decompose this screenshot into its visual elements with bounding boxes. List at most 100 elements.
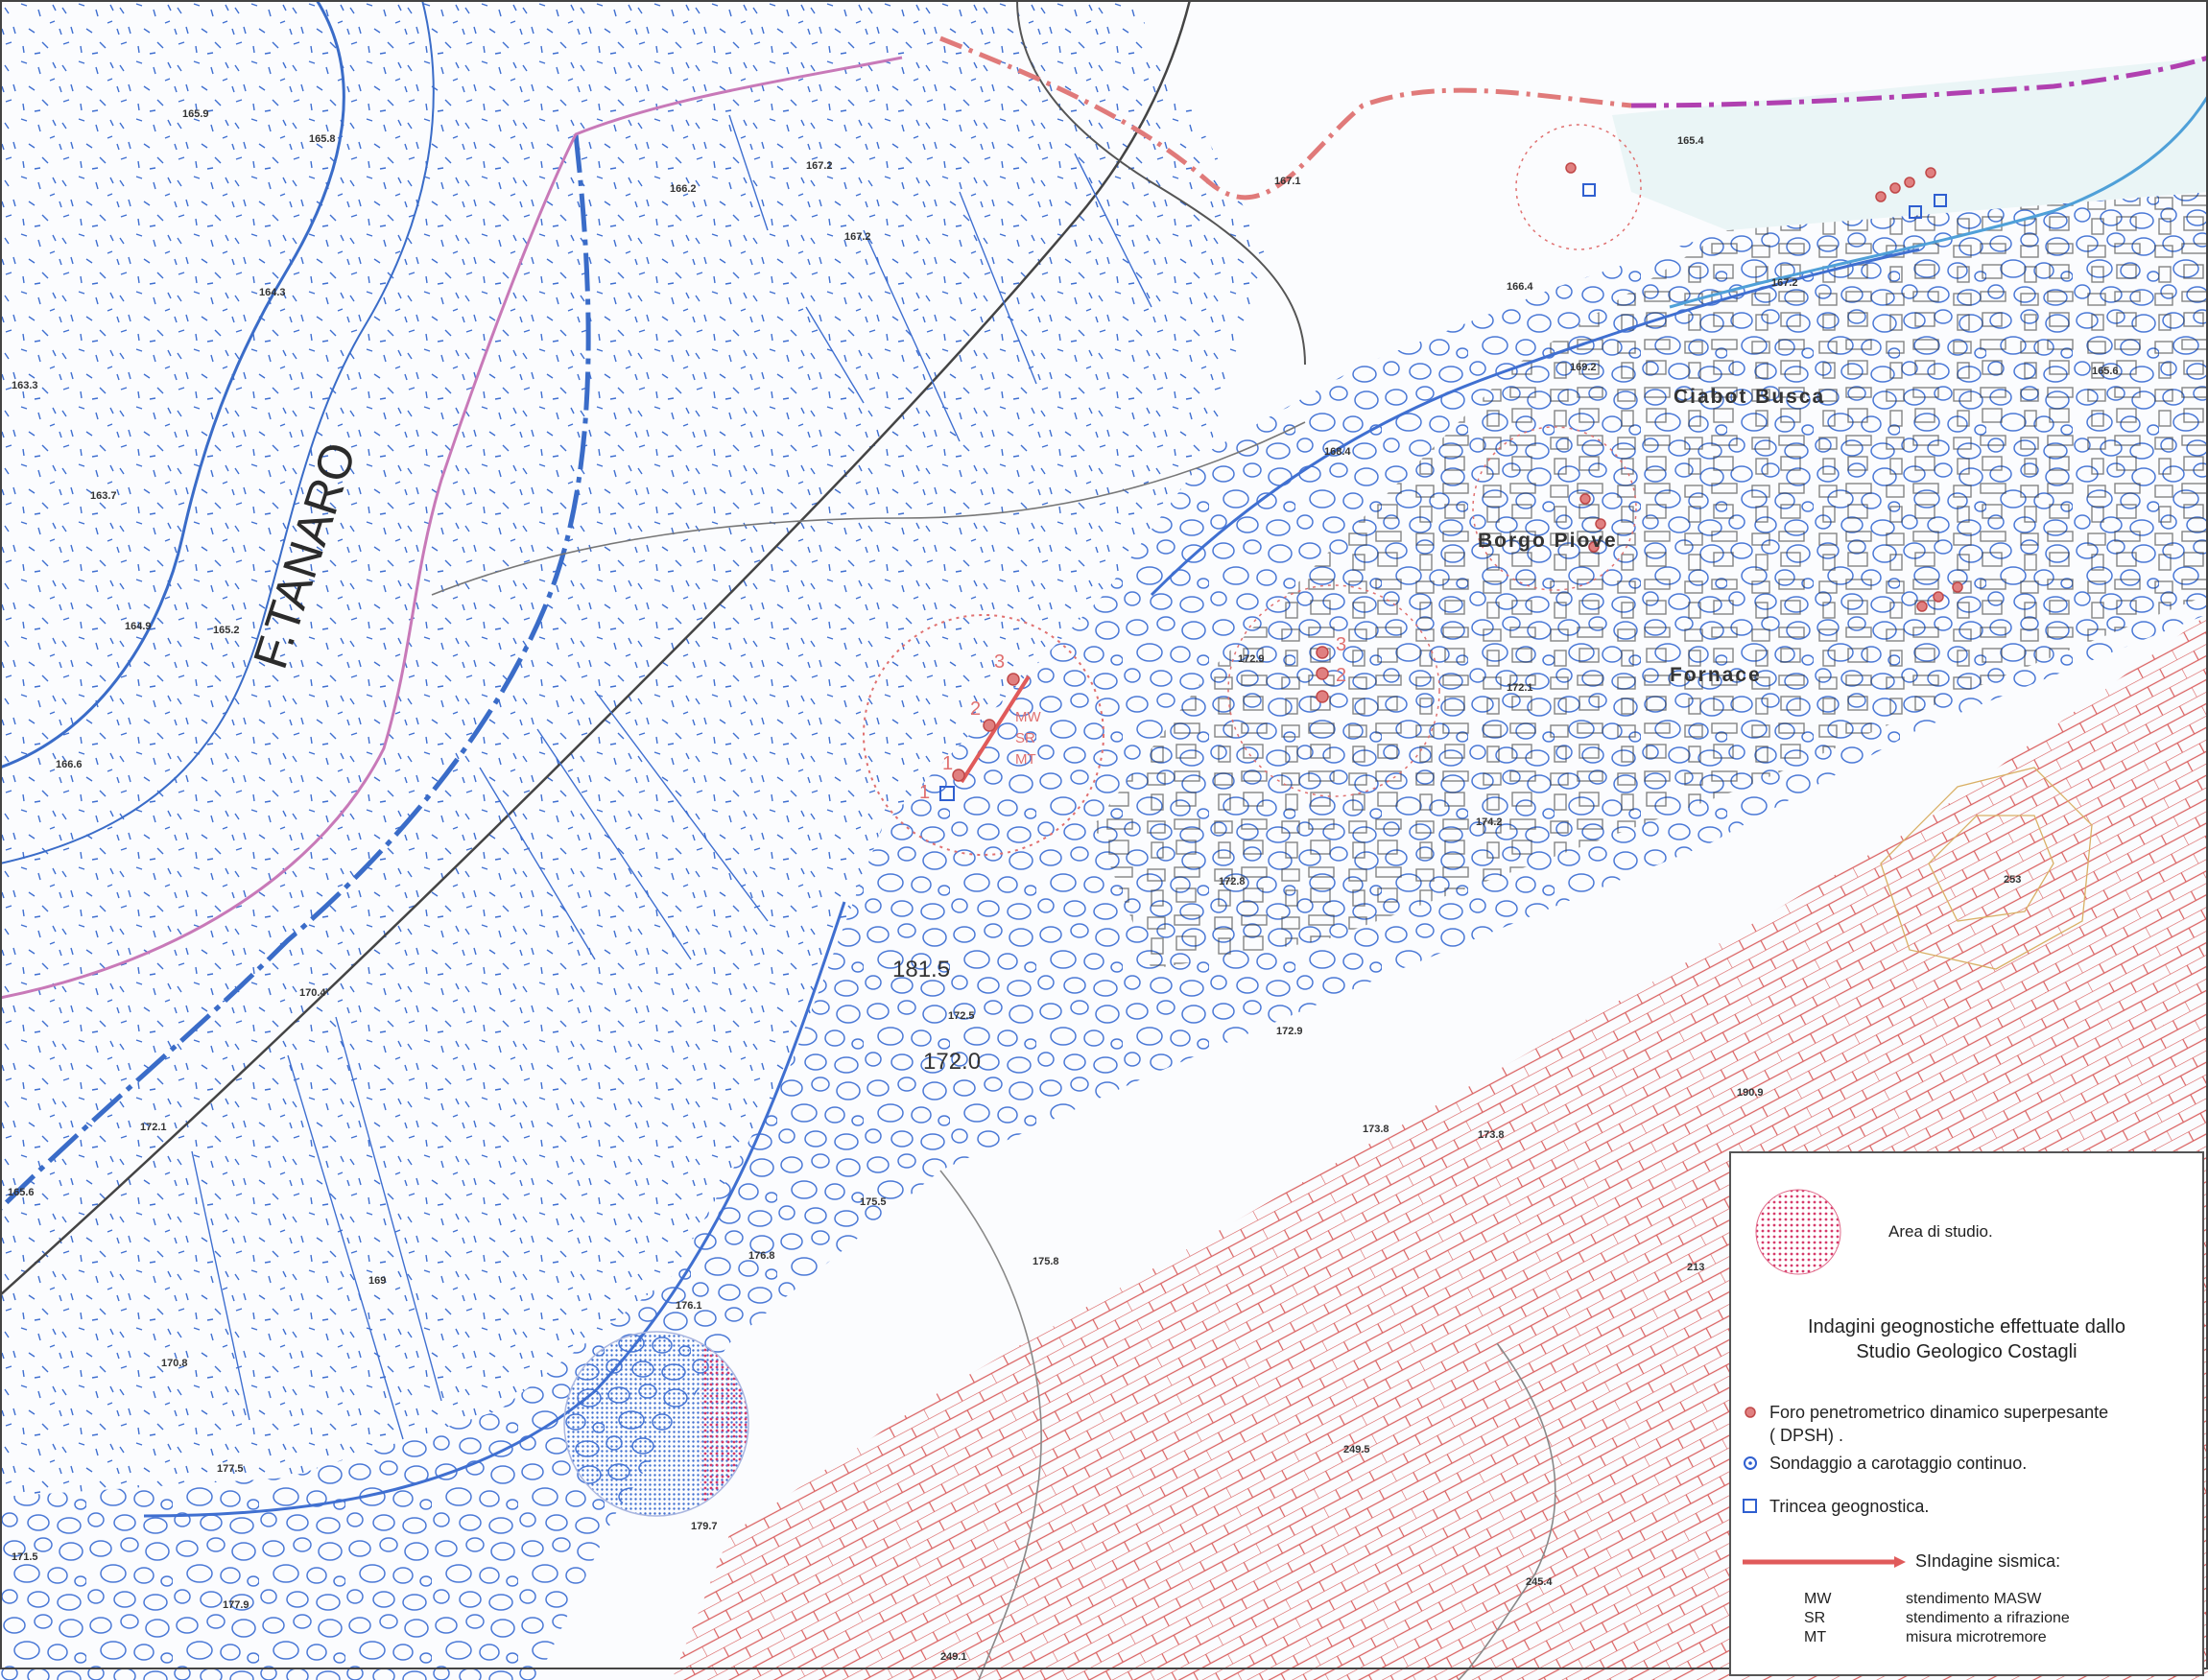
place-label-borgo-piove: Borgo Piove	[1478, 530, 1618, 552]
elevation-label: 165.4	[1677, 135, 1704, 147]
survey-number: 3	[994, 651, 1005, 673]
elevation-label: 175.5	[860, 1196, 887, 1208]
boundary-road	[939, 35, 1632, 201]
elevation-label: 172.8	[1219, 876, 1246, 887]
trench-points	[939, 183, 1947, 801]
northeast-alluvium	[1612, 58, 2208, 230]
survey-code: SR	[1015, 730, 1035, 746]
elevation-label: 169.2	[1570, 362, 1597, 373]
field-boundaries	[191, 114, 1152, 1440]
place-label-ciabot-busca: Ciabot Busca	[1674, 386, 1825, 408]
elevation-label: 173.8	[1478, 1129, 1505, 1141]
elevation-labels: 165.9 165.8 164.3 163.3 163.7 164.9 165.…	[8, 108, 2119, 1663]
canal	[0, 133, 591, 1211]
elevation-label: 164.3	[259, 287, 286, 298]
legend-borehole-label: Sondaggio a carotaggio continuo.	[1769, 1454, 2028, 1473]
elevation-label: 165.9	[182, 108, 209, 120]
municipal-boundary	[1630, 55, 2208, 108]
elevation-label: 172.9	[1276, 1026, 1303, 1037]
elevation-label: 176.8	[748, 1250, 775, 1262]
main-road	[0, 56, 903, 1000]
borehole-symbol-dot	[1748, 1461, 1752, 1465]
elevation-label: 172.1	[140, 1122, 167, 1133]
highway	[1016, 0, 1306, 366]
elevation-label: 174.2	[1476, 816, 1503, 828]
survey-number: 3	[1336, 634, 1346, 655]
survey-numbers: 1 2 3 1 3 2 MW SR MT	[919, 634, 1346, 803]
elevation-label: 163.3	[12, 380, 38, 391]
elevation-label: 163.7	[90, 490, 117, 502]
legend-dpsh-label-line2: ( DPSH) .	[1769, 1426, 1844, 1445]
elevation-label: 245.4	[1526, 1576, 1553, 1588]
elevation-label: 177.9	[223, 1599, 249, 1611]
elevation-label: 168.4	[1324, 446, 1351, 458]
legend-code-mw-desc: stendimento MASW	[1906, 1591, 2042, 1607]
elevation-label: 249.1	[940, 1651, 967, 1663]
survey-zone-west	[863, 614, 1104, 856]
elevation-label: 165.2	[213, 625, 240, 636]
elevation-label: 165.6	[8, 1187, 35, 1198]
legend-trench-label: Trincea geognostica.	[1769, 1497, 1930, 1516]
legend-heading-line2: Studio Geologico Costagli	[1856, 1341, 2077, 1362]
legend-code-mt-desc: misura microtremore	[1906, 1629, 2047, 1645]
elevation-label: 165.8	[309, 133, 336, 145]
secondary-road	[431, 421, 1306, 596]
survey-number: 2	[970, 698, 981, 720]
elevation-label: 172.5	[948, 1010, 975, 1022]
survey-code: MT	[1015, 751, 1036, 768]
elevation-label: 172.1	[1507, 682, 1533, 694]
legend-code-sr: SR	[1804, 1610, 1826, 1626]
hill-contours-inner	[1928, 815, 2054, 922]
elevation-label: 175.8	[1033, 1256, 1059, 1267]
elevation-label: 167.2	[844, 231, 871, 243]
elevation-label: 164.9	[125, 621, 152, 632]
road-hill	[1458, 1342, 1556, 1680]
legend-seismic-label: SIndagine sismica:	[1915, 1551, 2061, 1571]
legend-symbols	[1743, 1189, 1906, 1568]
elevation-label: 190.9	[1737, 1087, 1764, 1099]
elevation-label: 169	[368, 1275, 386, 1287]
elevation-label: 249.5	[1343, 1444, 1370, 1455]
legend-code-mw: MW	[1804, 1591, 1832, 1607]
elevation-label-large: 181.5	[892, 957, 950, 982]
road-south	[939, 1170, 1042, 1680]
legend-heading-line1: Indagini geognostiche effettuate dallo	[1807, 1316, 2125, 1337]
survey-number: 1	[942, 753, 953, 774]
elevation-label: 167.2	[1771, 277, 1798, 289]
elevation-label: 166.2	[670, 183, 697, 195]
survey-number: 2	[1336, 665, 1346, 686]
map-legend: Area di studio. Indagini geognostiche ef…	[1729, 1151, 2204, 1676]
elevation-label: 177.5	[217, 1463, 244, 1475]
elevation-label: 166.4	[1507, 281, 1533, 293]
study-area-symbol	[1755, 1189, 1841, 1275]
elevation-label: 176.1	[676, 1300, 702, 1312]
floodplain-alluvium	[0, 0, 1267, 1497]
urban-area	[1094, 192, 2208, 969]
tanaro-river-left-bank	[0, 0, 345, 769]
elevation-label: 170.4	[299, 987, 326, 999]
elevation-label: 167.2	[806, 160, 833, 172]
survey-zone-east	[1227, 584, 1440, 797]
dpsh-points	[952, 162, 1963, 782]
elevation-label: 253	[2004, 874, 2021, 886]
elevation-label: 167.1	[1274, 176, 1301, 187]
elevation-label: 165.6	[2092, 366, 2119, 377]
survey-code: MW	[1015, 709, 1041, 725]
elevation-label: 170.8	[161, 1358, 188, 1369]
borehole-symbol	[1744, 1456, 1757, 1470]
survey-zone-north	[1515, 124, 1642, 250]
elevation-label: 173.8	[1363, 1124, 1389, 1135]
elevation-label: 213	[1687, 1262, 1704, 1273]
hill-contours	[1880, 767, 2093, 970]
dpsh-symbol	[1745, 1407, 1756, 1418]
tanaro-river-right-bank	[0, 0, 435, 864]
survey-zone-borgo	[1472, 426, 1637, 591]
terrace-scarp-north	[1150, 248, 1920, 597]
legend-code-sr-desc: stendimento a rifrazione	[1906, 1610, 2070, 1626]
elevation-label: 166.6	[56, 759, 83, 770]
seismic-arrow	[1894, 1556, 1906, 1568]
survey-number: 1	[919, 782, 930, 803]
trench-symbol	[1743, 1499, 1757, 1513]
